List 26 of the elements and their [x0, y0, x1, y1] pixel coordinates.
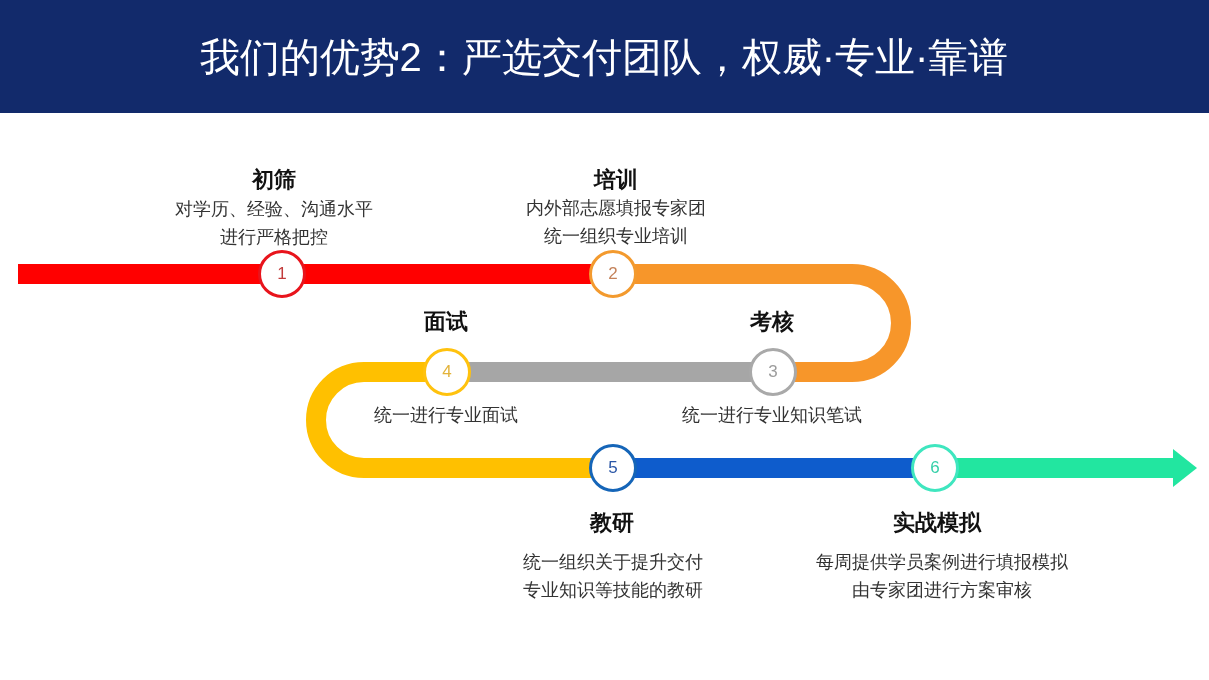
- step-title: 考核: [750, 308, 794, 336]
- timeline-line: [18, 264, 260, 284]
- step-description: 对学历、经验、沟通水平进行严格把控: [174, 198, 374, 249]
- step-circle: 4: [423, 348, 471, 396]
- page-title: 我们的优势2：严选交付团队，权威·专业·靠谱: [199, 34, 1009, 81]
- timeline-line: [304, 264, 591, 284]
- timeline-line: [635, 264, 911, 382]
- step-description: 统一组织关于提升交付专业知识等技能的教研: [522, 551, 704, 602]
- step-circle: 6: [911, 444, 959, 492]
- step-title: 教研: [590, 509, 634, 537]
- step-description: 统一进行专业知识笔试: [681, 404, 863, 427]
- timeline-arrow: [957, 449, 1197, 487]
- step-title: 面试: [424, 308, 468, 336]
- timeline-line: [469, 362, 751, 382]
- step-circle: 5: [589, 444, 637, 492]
- step-title: 初筛: [252, 166, 296, 194]
- step-description: 内外部志愿填报专家团统一组织专业培训: [525, 197, 707, 248]
- timeline-line: [306, 362, 591, 478]
- step-circle: 3: [749, 348, 797, 396]
- step-circle: 1: [258, 250, 306, 298]
- step-description: 统一进行专业面试: [373, 404, 519, 427]
- step-description: 每周提供学员案例进行填报模拟由专家团进行方案审核: [815, 551, 1069, 602]
- step-title: 实战模拟: [893, 509, 981, 537]
- step-circle: 2: [589, 250, 637, 298]
- timeline-line: [635, 458, 913, 478]
- step-title: 培训: [594, 166, 638, 194]
